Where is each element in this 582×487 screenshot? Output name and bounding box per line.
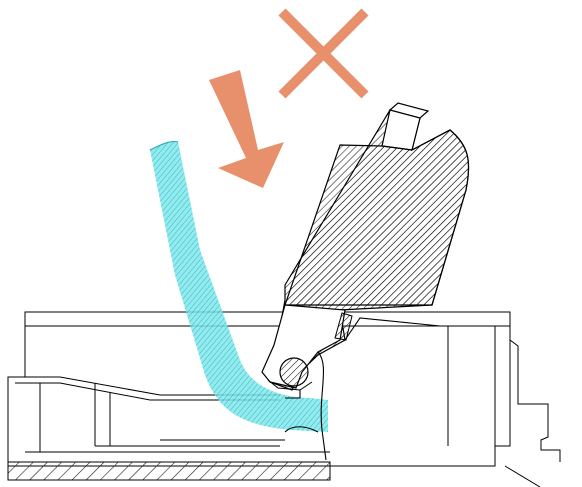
housing	[7, 311, 561, 487]
down-arrow-icon	[209, 70, 284, 188]
actuator-tab	[381, 102, 430, 151]
actuator-lever	[261, 102, 470, 391]
x-mark-icon	[278, 8, 369, 99]
contact-spring	[284, 317, 441, 461]
cable	[149, 141, 328, 432]
housing-top-rail	[24, 311, 511, 327]
housing-inner-channel	[8, 376, 330, 453]
base-plate	[7, 461, 495, 481]
housing-right-detail	[504, 339, 561, 487]
pivot-circle	[279, 357, 309, 387]
